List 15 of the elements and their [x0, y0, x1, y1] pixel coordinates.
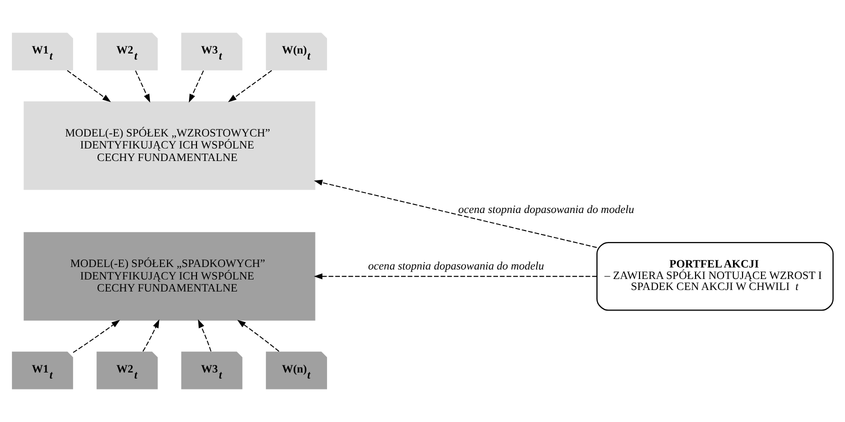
arrow — [72, 320, 120, 353]
edge-label: ocena stopnia dopasowania do modelu — [368, 260, 544, 272]
arrow — [135, 70, 150, 103]
arrow — [66, 70, 111, 102]
arrow — [237, 320, 280, 352]
arrow — [142, 319, 160, 352]
arrow — [228, 70, 272, 102]
arrow — [198, 319, 212, 352]
arrow — [188, 70, 204, 103]
arrow — [314, 180, 598, 248]
node-box: PORTFEL AKCJI – ZAWIERA SPÓŁKI NOTUJĄCE WZROST I SPADEK CEN AKCJI W CHWILI t — [596, 242, 834, 311]
node-box: MODEL(-E) SPÓŁEK „SPADKOWYCH” IDENTYFIKUJĄCY ICH WSPÓLNE CECHY FUNDAMENTALNE — [24, 232, 316, 321]
arrow — [314, 273, 598, 280]
node-box: MODEL(-E) SPÓŁEK „WZROSTOWYCH” IDENTYFIKUJĄCY ICH WSPÓLNE CECHY FUNDAMENTALNE — [24, 101, 316, 190]
edge-label: ocena stopnia dopasowania do modelu — [458, 204, 634, 216]
